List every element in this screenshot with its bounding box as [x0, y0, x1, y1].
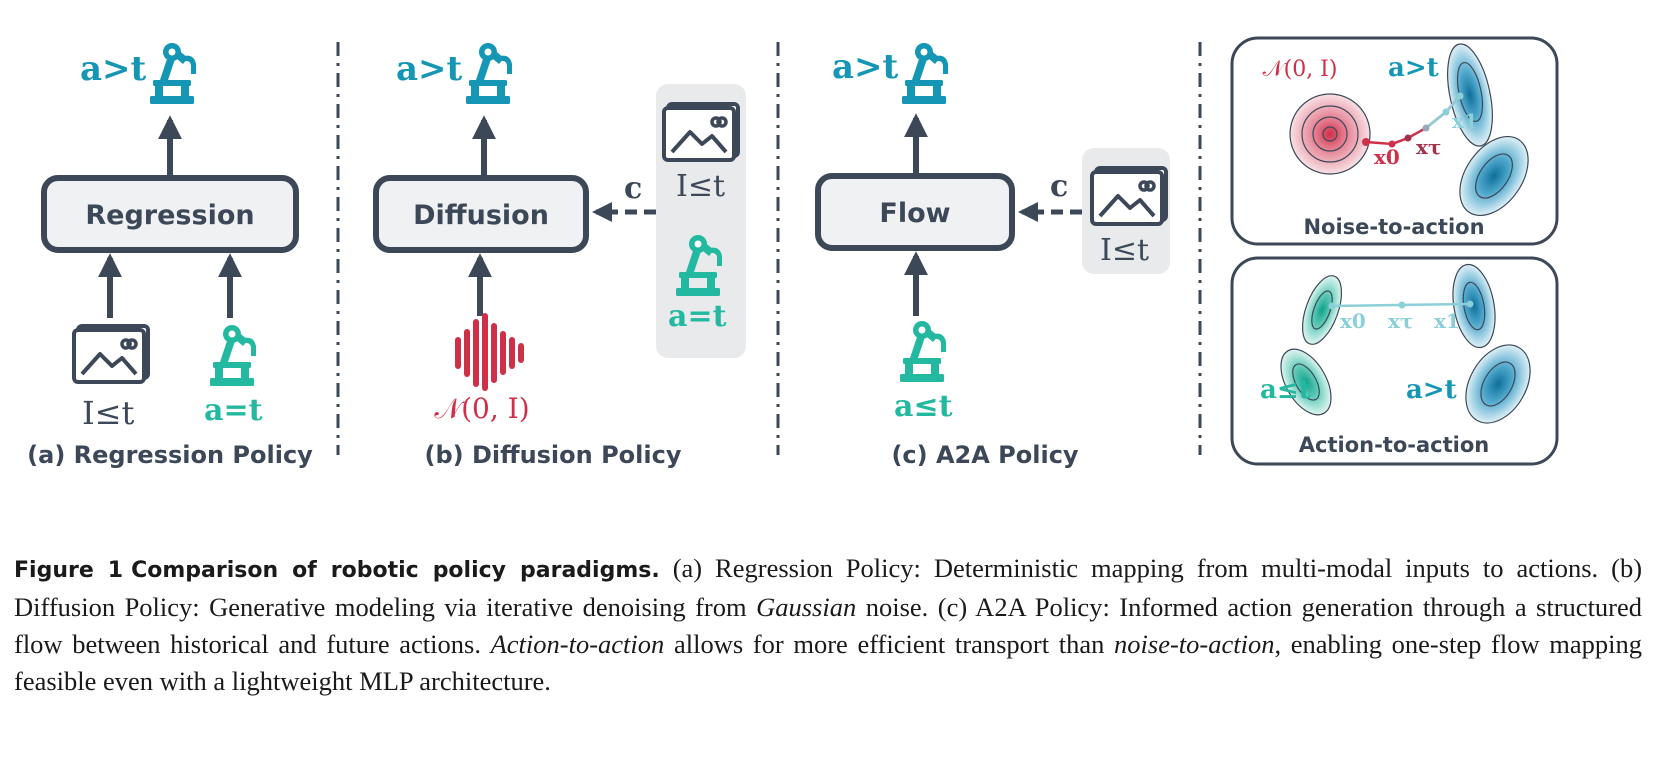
condition-label: c: [624, 171, 642, 206]
robot-arm-icon: [902, 43, 948, 104]
x0-label: x0: [1340, 309, 1366, 333]
regression-box-label: Regression: [85, 200, 254, 231]
source-distribution: [1280, 275, 1343, 416]
action-input-label: a≤t: [894, 389, 953, 424]
caption-text: allows for more efficient transport than: [673, 629, 1105, 659]
robot-arm-icon: [210, 325, 256, 386]
condition-label: c: [1050, 169, 1068, 204]
diffusion-box-label: Diffusion: [413, 200, 549, 231]
action-input-label: a=t: [204, 393, 263, 428]
noise-label: 𝒩(0, I): [1263, 57, 1338, 82]
robot-arm-icon: [150, 43, 196, 104]
robot-arm-icon: [900, 321, 946, 382]
figure-diagram: a>t Regression I≤t a=t (a) Regression Po…: [27, 36, 1559, 469]
output-action-label: a>t: [832, 47, 899, 87]
x1-label: x1: [1434, 309, 1460, 333]
condition-image-label: I≤t: [1100, 233, 1149, 268]
robot-arm-icon: [466, 43, 512, 104]
target-distribution: [1452, 263, 1531, 424]
image-stack-icon: [72, 324, 150, 384]
x0-label: x0: [1374, 145, 1400, 169]
condition-action-label: a=t: [668, 299, 727, 334]
noise-label: 𝒩(0, I): [434, 392, 529, 425]
panel-caption: (c) A2A Policy: [891, 441, 1078, 469]
figure-number: Figure 1: [14, 558, 124, 583]
regression-box: [41, 175, 299, 253]
flow-box: [815, 173, 1015, 251]
target-action-label: a>t: [1406, 375, 1457, 405]
image-input-label: I≤t: [82, 394, 134, 432]
x1-label: x1: [1452, 109, 1478, 133]
caption-text: , enabling one-step flow mapping feasibl…: [14, 629, 1643, 696]
source-action-label: a≤t: [1260, 375, 1311, 405]
inset-title: Action-to-action: [1299, 433, 1489, 457]
panel-caption: (a) Regression Policy: [27, 441, 313, 469]
inset-noise-to-action: 𝒩(0, I) a>t x0 xτ x1 Noise-to-action: [1230, 36, 1559, 246]
caption-emphasis: Action-to-action: [490, 629, 665, 659]
noise-distribution: [1289, 93, 1371, 175]
diffusion-box: [373, 175, 589, 253]
caption-emphasis: Gaussian: [756, 592, 857, 622]
panel-a2a: a>t Flow a≤t I≤t c (c) A2A Policy: [815, 43, 1170, 469]
action-distribution: [1447, 43, 1529, 217]
xtau-label: xτ: [1416, 135, 1441, 159]
condition-image-label: I≤t: [676, 169, 725, 204]
panel-caption: (b) Diffusion Policy: [425, 441, 682, 469]
caption-emphasis: noise-to-action: [1114, 629, 1275, 659]
inset-title: Noise-to-action: [1303, 215, 1484, 239]
panel-regression: a>t Regression I≤t a=t (a) Regression Po…: [27, 43, 313, 469]
xtau-label: xτ: [1388, 309, 1413, 333]
noise-waveform-icon: [455, 313, 524, 391]
figure-title: Comparison of robotic policy paradigms.: [131, 558, 660, 583]
output-action-label: a>t: [80, 49, 147, 89]
output-action-label: a>t: [396, 49, 463, 89]
target-action-label: a>t: [1388, 53, 1439, 83]
panel-diffusion: a>t Diffusion 𝒩(0, I) I≤t a=t c (b) Diff…: [373, 43, 746, 469]
caption-text: (a) Regression Policy: Deterministic map…: [14, 553, 1643, 622]
image-stack-icon: [662, 102, 740, 162]
figure-caption: Figure 1 Comparison of robotic policy par…: [14, 550, 1642, 700]
inset-action-to-action: x0 xτ x1 a≤t a>t Action-to-action: [1230, 256, 1559, 466]
flow-box-label: Flow: [879, 198, 950, 229]
image-stack-icon: [1090, 166, 1168, 226]
caption-text: noise. (c) A2A Policy: Informed action g…: [14, 592, 1643, 659]
